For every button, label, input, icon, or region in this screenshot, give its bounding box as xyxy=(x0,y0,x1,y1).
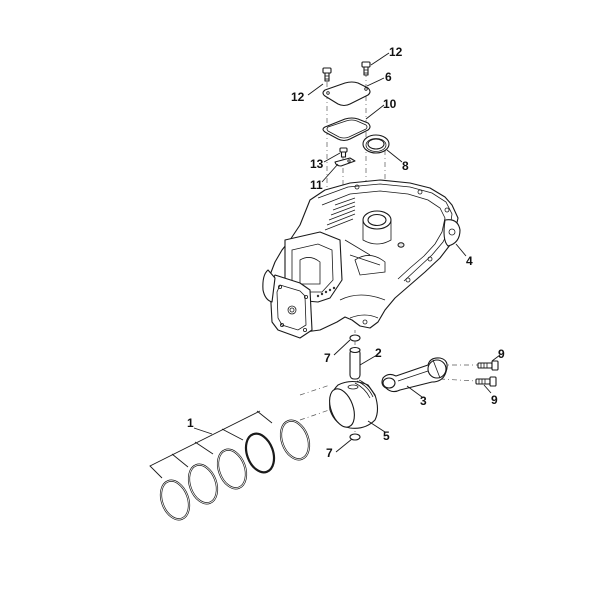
callout-12-right: 12 xyxy=(389,45,403,59)
piston-ring xyxy=(187,463,219,505)
cooling-fins xyxy=(324,197,356,231)
callout-2: 2 xyxy=(375,346,382,360)
callout-1: 1 xyxy=(187,416,194,430)
screw-12-left xyxy=(322,67,332,82)
oil-seal-8 xyxy=(362,134,390,154)
callout-11: 11 xyxy=(310,178,323,192)
piston-pin-2 xyxy=(349,346,361,380)
piston-ring-set-1 xyxy=(149,410,311,521)
gasket-10 xyxy=(322,117,371,142)
piston-ring xyxy=(159,479,191,521)
piston-5 xyxy=(329,379,379,429)
callout-7-lower: 7 xyxy=(326,446,333,460)
piston-ring xyxy=(279,419,311,461)
clip-11 xyxy=(334,157,356,167)
callout-6: 6 xyxy=(385,70,392,84)
callout-labels: 12 6 12 10 8 13 11 4 7 2 9 3 9 1 5 7 xyxy=(187,45,505,460)
callout-13: 13 xyxy=(310,157,324,171)
callout-3: 3 xyxy=(420,394,427,408)
callout-9-lower: 9 xyxy=(491,393,498,407)
screw-13 xyxy=(339,147,348,158)
piston-ring xyxy=(244,432,276,474)
callout-7-upper: 7 xyxy=(324,351,331,365)
callout-8: 8 xyxy=(402,159,409,173)
rod-screw-9-lower xyxy=(475,376,497,387)
cover-plate-6 xyxy=(322,81,371,107)
callout-10: 10 xyxy=(383,97,397,111)
screw-12-right xyxy=(361,61,371,76)
callout-12-left: 12 xyxy=(291,90,305,104)
circlip-7-upper xyxy=(349,334,361,342)
crankcase-4 xyxy=(262,179,461,339)
rod-screw-9-upper xyxy=(477,360,499,371)
piston-ring xyxy=(216,448,248,490)
callout-9-upper: 9 xyxy=(498,347,505,361)
connecting-rod-3 xyxy=(381,357,448,393)
callout-5: 5 xyxy=(383,429,390,443)
callout-4: 4 xyxy=(466,254,473,268)
circlip-7-lower xyxy=(349,433,361,441)
leader-lines xyxy=(307,52,501,453)
